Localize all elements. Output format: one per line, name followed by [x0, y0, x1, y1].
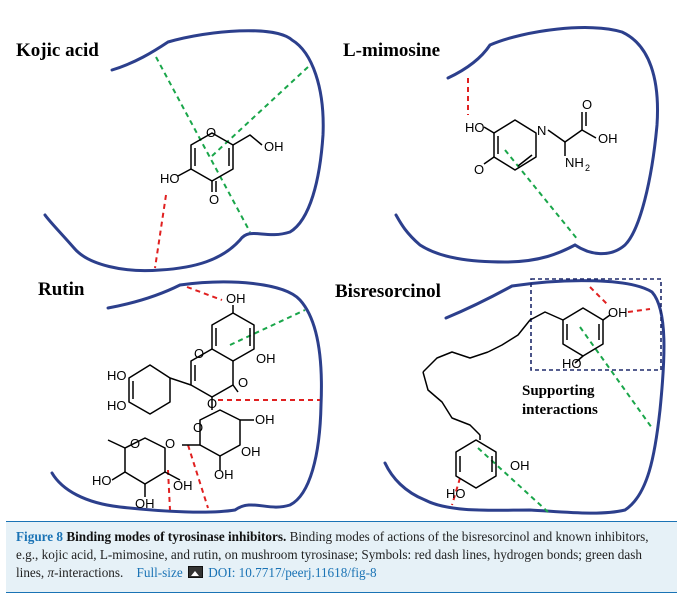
rutin-o-glc: O [193, 420, 203, 435]
bis-hbond-2 [627, 308, 651, 313]
kojic-pi-2 [211, 66, 309, 157]
rutin-o-pyran: O [194, 346, 204, 361]
bis-hbond-1 [589, 286, 608, 305]
mimosine-n: N [537, 123, 546, 138]
support-line-2: interactions [522, 402, 598, 418]
atom-labels: HO O O OH HO O N O OH NH 2 OH OH O O HO … [92, 97, 628, 511]
rutin-oh-g2: OH [241, 444, 261, 459]
bisresorcinol-pocket [383, 279, 666, 515]
rutin-hbond-1 [186, 286, 223, 301]
bis-ho-bot: HO [446, 486, 466, 501]
kojic-oh: OH [264, 139, 284, 154]
kojic-ho: HO [160, 171, 180, 186]
bisresorcinol-structure [422, 307, 611, 489]
bis-oh-bot: OH [510, 458, 530, 473]
mimosine-pi [504, 149, 579, 241]
rutin-o-rha: O [130, 436, 140, 451]
rutin-oh-top: OH [226, 291, 246, 306]
rutin-o-keto: O [238, 375, 248, 390]
rutin-structure [107, 305, 255, 497]
bis-pi-bot [477, 447, 549, 513]
rutin-oh-5: OH [256, 351, 276, 366]
rutin-hbond-3 [187, 444, 209, 509]
supporting-interactions-box [530, 278, 662, 371]
rutin-oh-g3: OH [214, 467, 234, 482]
mimosine-structure [483, 112, 597, 171]
rutin-oh-r2: OH [135, 496, 155, 511]
kojic-hbond [154, 194, 167, 269]
mimosine-o-keto: O [474, 162, 484, 177]
rutin-oh-g1: OH [255, 412, 275, 427]
kojic-structure [177, 132, 263, 192]
panel-title-rutin: Rutin [38, 279, 85, 300]
doi-link[interactable]: DOI: 10.7717/peerj.11618/fig-8 [208, 565, 377, 580]
bis-hbond-3 [451, 477, 461, 506]
kojic-pi-1 [155, 56, 251, 233]
kojic-o-keto: O [209, 192, 219, 207]
panel-title-bisresorcinol: Bisresorcinol [335, 281, 441, 302]
rutin-ho-3p: HO [107, 368, 127, 383]
kojic-pocket [43, 29, 325, 273]
bis-oh-top: OH [608, 305, 628, 320]
figure-8: Kojic acid L-mimosine Rutin Bisresorcino… [16, 26, 666, 515]
mimosine-pocket [394, 26, 659, 264]
mimosine-nh-sub: 2 [585, 163, 590, 173]
mimosine-o-acid: O [582, 97, 592, 112]
caption-pi: π [47, 565, 55, 580]
mimosine-ho: HO [465, 120, 485, 135]
rutin-pocket [50, 280, 323, 514]
bis-pi-top [579, 326, 653, 429]
mimosine-oh: OH [598, 131, 618, 146]
image-icon[interactable] [187, 566, 203, 578]
figure-caption: Figure 8 Binding modes of tyrosinase inh… [6, 521, 677, 593]
rutin-hbond-4 [167, 469, 171, 511]
rutin-ho-4p: HO [107, 398, 127, 413]
panel-title-mimosine: L-mimosine [343, 40, 441, 61]
binding-modes-figure [43, 26, 666, 515]
caption-title: Binding modes of tyrosinase inhibitors. [66, 529, 287, 544]
caption-body-2: -interactions. [54, 565, 124, 580]
mimosine-nh: NH [565, 155, 584, 170]
rutin-oh-r3: OH [173, 478, 193, 493]
support-line-1: Supporting [522, 383, 595, 399]
rutin-pi [229, 309, 306, 346]
fullsize-link[interactable]: Full-size [136, 565, 183, 580]
rutin-o-bridge: O [165, 436, 175, 451]
caption-figure-label: Figure 8 [16, 529, 64, 544]
caption-body-1: Binding modes of actions of the bisresor… [16, 529, 649, 580]
panel-title-kojic: Kojic acid [16, 40, 99, 61]
rutin-o-link: O [207, 396, 217, 411]
bis-ho-top: HO [562, 356, 582, 371]
kojic-o-ring: O [206, 125, 216, 140]
supporting-interactions-label: Supporting interactions [522, 382, 598, 420]
rutin-ho-r1: HO [92, 473, 112, 488]
